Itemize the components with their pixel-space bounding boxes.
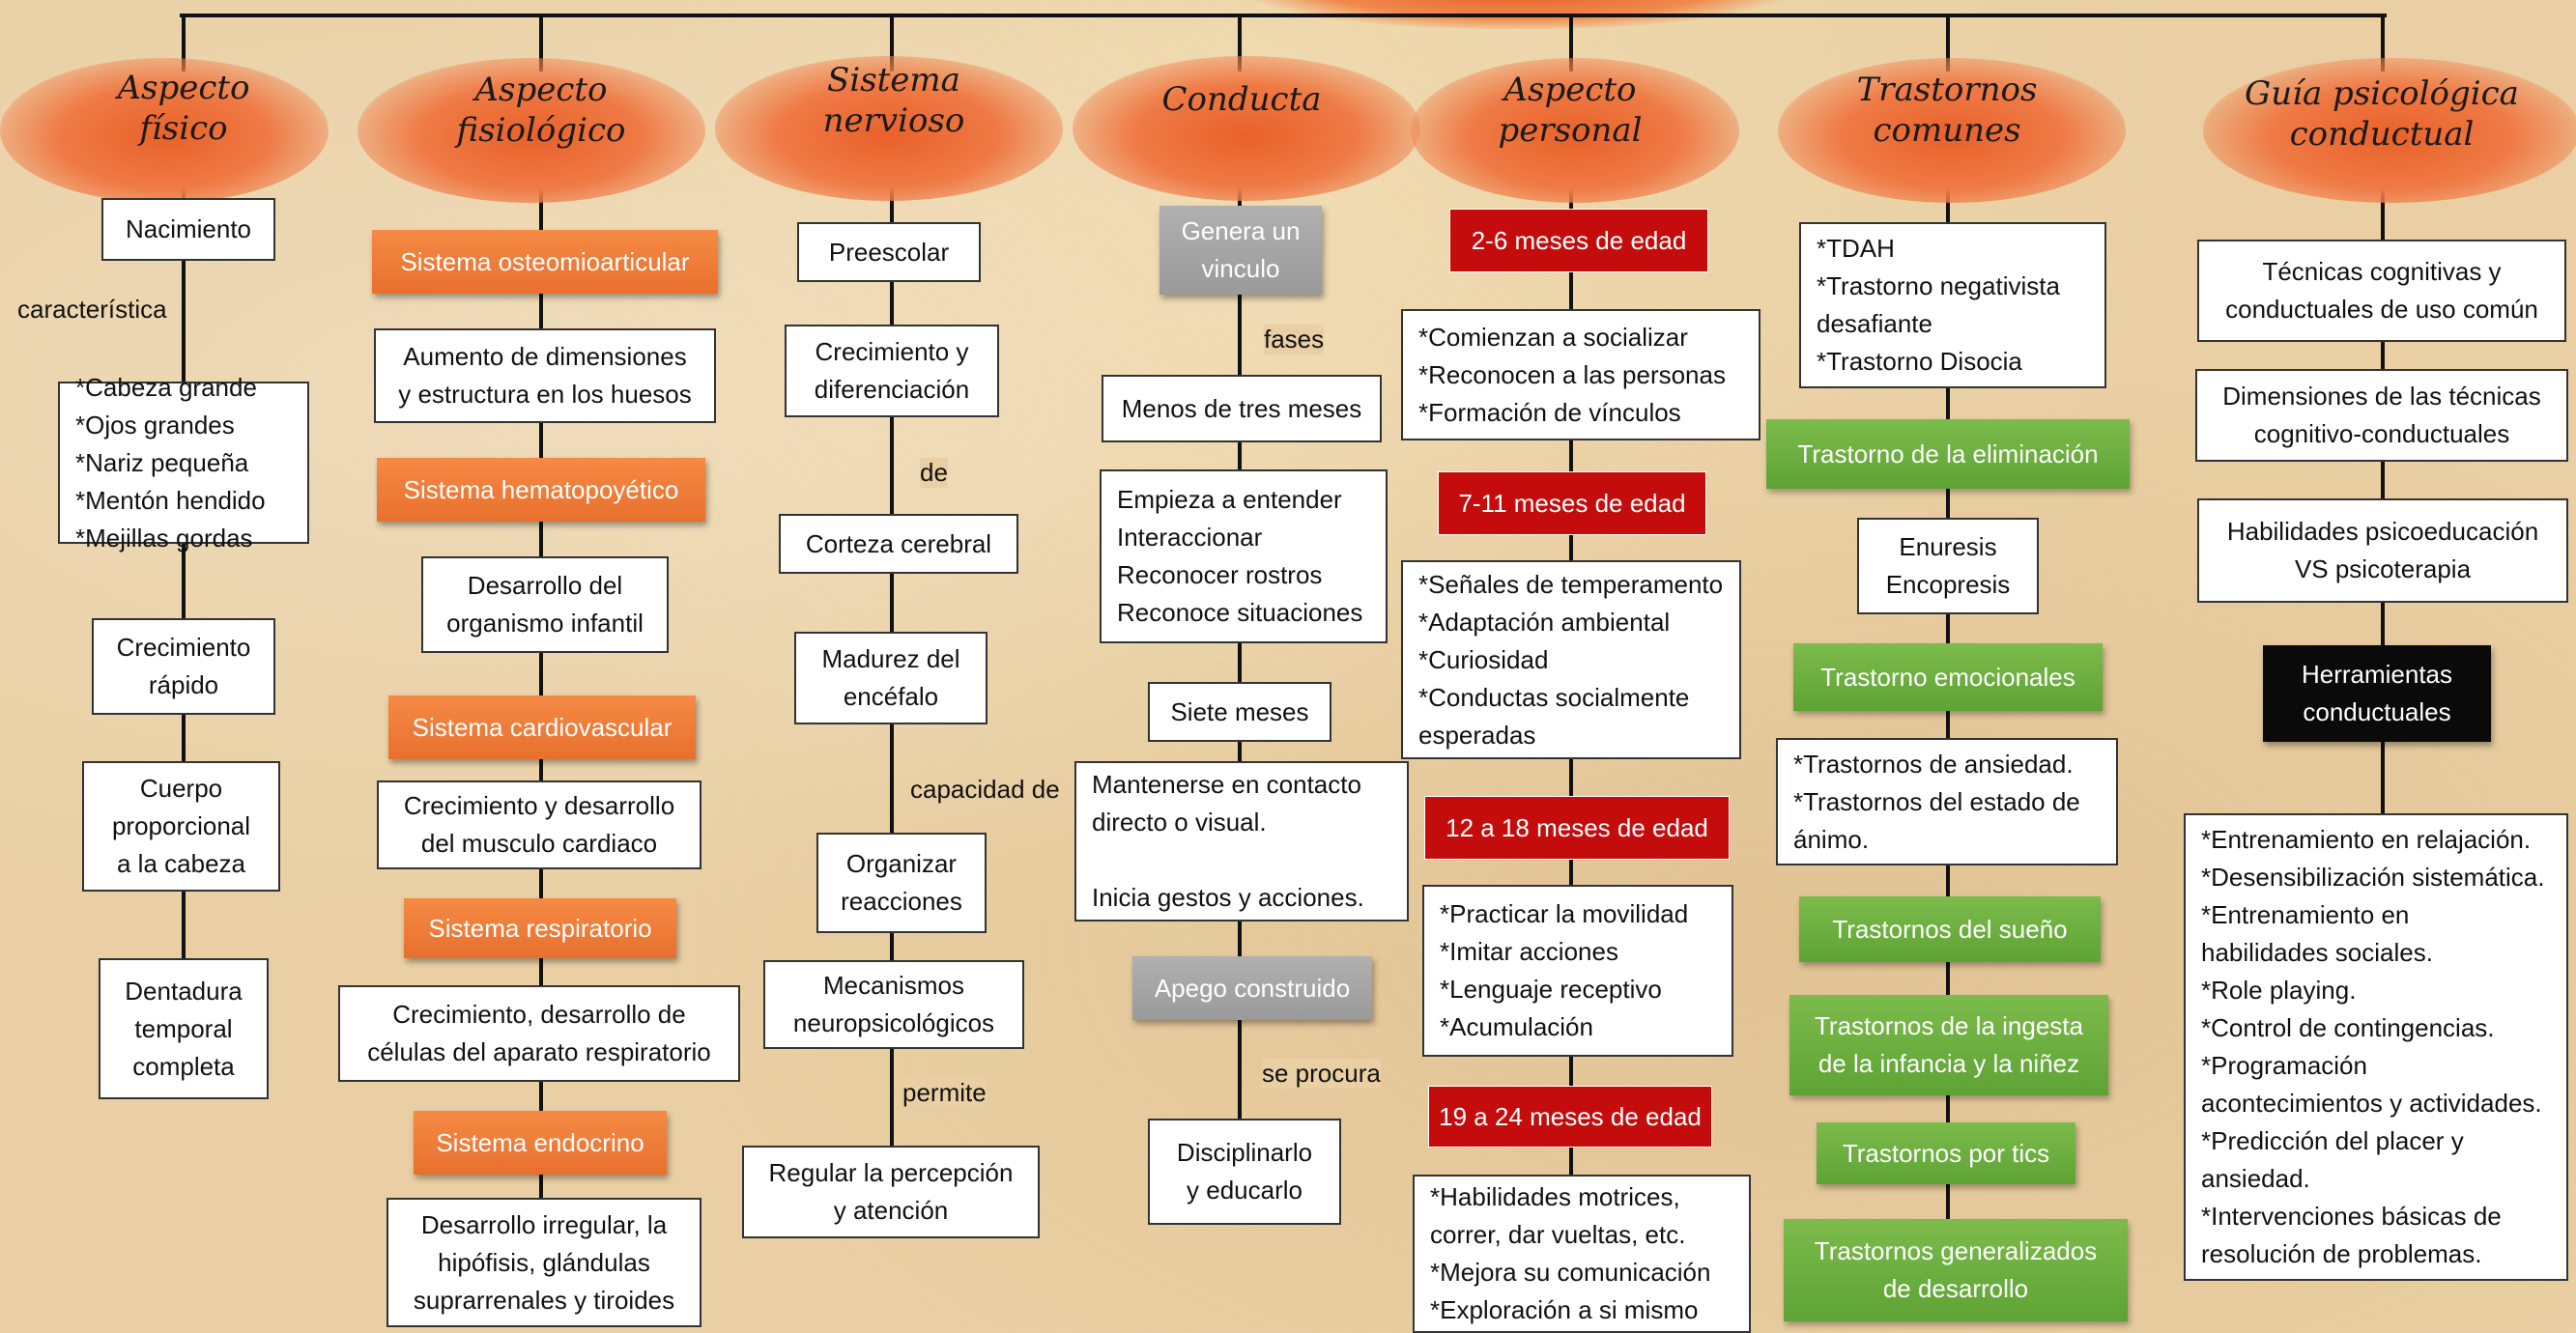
concept-node: Preescolar [797,222,981,282]
connector-label: característica [17,295,167,324]
concept-node: Siete meses [1148,682,1331,742]
concept-node: Menos de tres meses [1102,375,1382,442]
concept-node: Aumento de dimensiones y estructura en l… [374,328,716,423]
green-node: Trastornos de la ingesta de la infancia … [1789,995,2108,1095]
column-drop-line [1238,14,1242,71]
green-node: Trastornos por tics [1817,1122,2075,1184]
column-spine [182,179,186,990]
concept-node: *Practicar la movilidad *Imitar acciones… [1422,885,1733,1057]
concept-node: Habilidades psicoeducación VS psicoterap… [2197,498,2568,603]
concept-node: *Comienzan a socializar *Reconocen a las… [1401,309,1760,440]
concept-node: Empieza a entender Interaccionar Reconoc… [1100,469,1388,643]
heading-cloud [358,58,705,203]
concept-node: Disciplinarlo y educarlo [1148,1119,1341,1225]
heading-cloud [2203,58,2576,203]
orange-node: Sistema respiratorio [404,898,676,958]
column-drop-line [2381,14,2385,71]
concept-node: Organizar reacciones [816,833,987,933]
heading-cloud [1778,58,2126,203]
concept-node: Crecimiento rápido [92,618,275,715]
column-heading: Aspecto personal [1498,71,1643,150]
concept-node: Corteza cerebral [779,514,1018,574]
concept-node: Regular la percepción y atención [742,1146,1040,1238]
connector-label: de [920,458,948,488]
concept-node: *Señales de temperamento *Adaptación amb… [1401,560,1741,759]
concept-node: Desarrollo irregular, la hipófisis, glán… [386,1198,701,1327]
column-drop-line [539,14,543,71]
heading-cloud [0,58,329,203]
orange-node: Sistema cardiovascular [388,695,696,759]
green-node: Trastorno de la eliminación [1766,419,2130,489]
heading-cloud [715,56,1063,201]
column-heading: Sistema nervioso [822,61,965,140]
concept-node: Cuerpo proporcional a la cabeza [82,761,280,892]
grey-node: Apego construido [1132,956,1372,1020]
column-heading: Aspecto fisiológico [456,71,626,150]
heading-cloud [1073,56,1420,201]
concept-node: Crecimiento y diferenciación [785,325,999,417]
column-spine [1946,179,1950,1270]
column-heading: Aspecto físico [117,69,250,148]
concept-node: Crecimiento, desarrollo de células del a… [338,985,740,1082]
column-drop-line [1569,14,1573,71]
green-node: Trastornos del sueño [1799,896,2101,962]
column-drop-line [1946,14,1950,71]
orange-node: Sistema endocrino [414,1111,667,1175]
column-heading: Guía psicológica conductual [2245,74,2519,154]
grey-node: Genera un vinculo [1159,206,1322,295]
red-node: 12 a 18 meses de edad [1424,796,1730,860]
heading-cloud [1411,58,1739,203]
column-heading: Trastornos comunes [1856,71,2038,150]
column-drop-line [890,14,894,71]
column-heading: Conducta [1161,80,1322,119]
red-node: 7-11 meses de edad [1438,471,1706,535]
concept-node: Dimensiones de las técnicas cognitivo-co… [2195,369,2568,462]
concept-node: Dentadura temporal completa [99,958,269,1099]
concept-node: *Habilidades motrices, correr, dar vuelt… [1413,1175,1751,1333]
orange-node: Sistema osteomioarticular [372,230,718,294]
column-spine [1238,179,1242,1140]
concept-node: *Trastornos de ansiedad. *Trastornos del… [1776,738,2118,865]
concept-node: Nacimiento [101,198,275,261]
concept-node: Mantenerse en contacto directo o visual.… [1074,761,1409,922]
concept-node: Madurez del encéfalo [794,632,987,724]
connector-label: se procura [1262,1059,1381,1089]
connector-label: capacidad de [910,775,1060,804]
concept-node: *Cabeza grande *Ojos grandes *Nariz pequ… [58,373,309,553]
concept-node: Desarrollo del organismo infantil [421,556,669,653]
concept-node: Mecanismos neuropsicológicos [763,960,1024,1049]
connector-label: fases [1264,325,1325,355]
concept-node: *Entrenamiento en relajación. *Desensibi… [2184,813,2568,1281]
top-connector-bar [180,14,2387,17]
orange-node: Sistema hematopoyético [377,458,705,522]
red-node: 2-6 meses de edad [1449,209,1708,272]
red-node: 19 a 24 meses de edad [1428,1086,1712,1148]
concept-node: *TDAH *Trastorno negativista desafiante … [1799,222,2106,388]
black-node: Herramientas conductuales [2263,645,2491,742]
concept-node: Técnicas cognitivas y conductuales de us… [2197,240,2566,342]
green-node: Trastornos generalizados de desarrollo [1784,1219,2128,1321]
concept-node: Crecimiento y desarrollo del musculo car… [377,780,701,869]
green-node: Trastorno emocionales [1793,643,2103,711]
connector-label: permite [902,1078,987,1108]
concept-node: Enuresis Encopresis [1857,518,2039,614]
column-drop-line [182,14,186,71]
